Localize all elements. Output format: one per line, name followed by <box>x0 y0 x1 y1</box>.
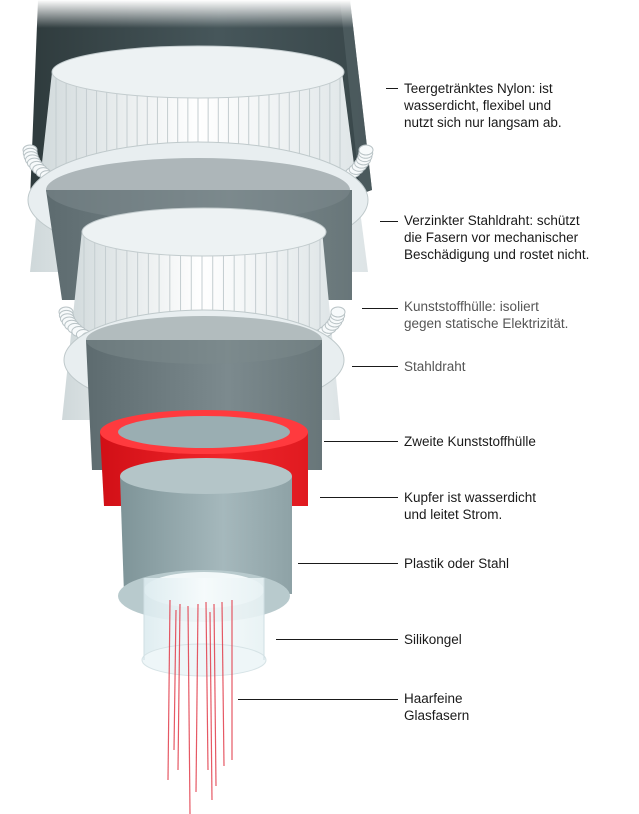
leader-line-copper <box>320 497 398 498</box>
label-plastic-sheath: Kunststoffhülle: isoliert gegen statisch… <box>404 299 569 331</box>
leader-line-steel-wire <box>352 366 398 367</box>
label-galvanized-steel-wire: Verzinkter Stahldraht: schützt die Faser… <box>404 213 590 262</box>
glass-fiber <box>187 605 191 814</box>
glass-fiber <box>195 603 199 793</box>
glass-fiber <box>167 599 171 781</box>
label-silicone-gel: Silikongel <box>404 632 462 647</box>
label-nylon: Teergetränktes Nylon: ist wasserdicht, f… <box>404 81 562 130</box>
glass-fiber <box>213 603 217 787</box>
leader-line-galvanized-steel-wire <box>380 221 398 222</box>
leader-line-silicone-gel <box>276 639 398 640</box>
label-second-plastic-sheath: Zweite Kunststoffhülle <box>404 434 536 449</box>
label-steel-wire: Stahldraht <box>404 359 466 374</box>
label-glass-fibers: Haarfeine Glasfasern <box>404 691 470 723</box>
silicone-gel-core <box>141 578 267 677</box>
glass-fiber <box>205 601 209 771</box>
glass-fiber <box>221 601 225 767</box>
wire-strand-end <box>330 306 346 318</box>
leader-line-glass-fibers <box>238 699 398 700</box>
glass-fibers-bundle <box>167 599 233 814</box>
label-copper: Kupfer ist wasserdicht und leitet Strom. <box>404 490 537 522</box>
leader-line-plastic-or-steel <box>298 563 398 564</box>
leader-line-second-plastic-sheath <box>324 441 398 442</box>
label-plastic-or-steel: Plastik oder Stahl <box>404 556 510 571</box>
glass-fiber <box>173 609 177 751</box>
leader-line-nylon <box>386 88 398 89</box>
glass-fiber <box>209 611 213 801</box>
glass-fiber <box>177 603 181 771</box>
wire-strand-end <box>358 144 374 156</box>
leader-line-plastic-sheath <box>362 308 398 309</box>
